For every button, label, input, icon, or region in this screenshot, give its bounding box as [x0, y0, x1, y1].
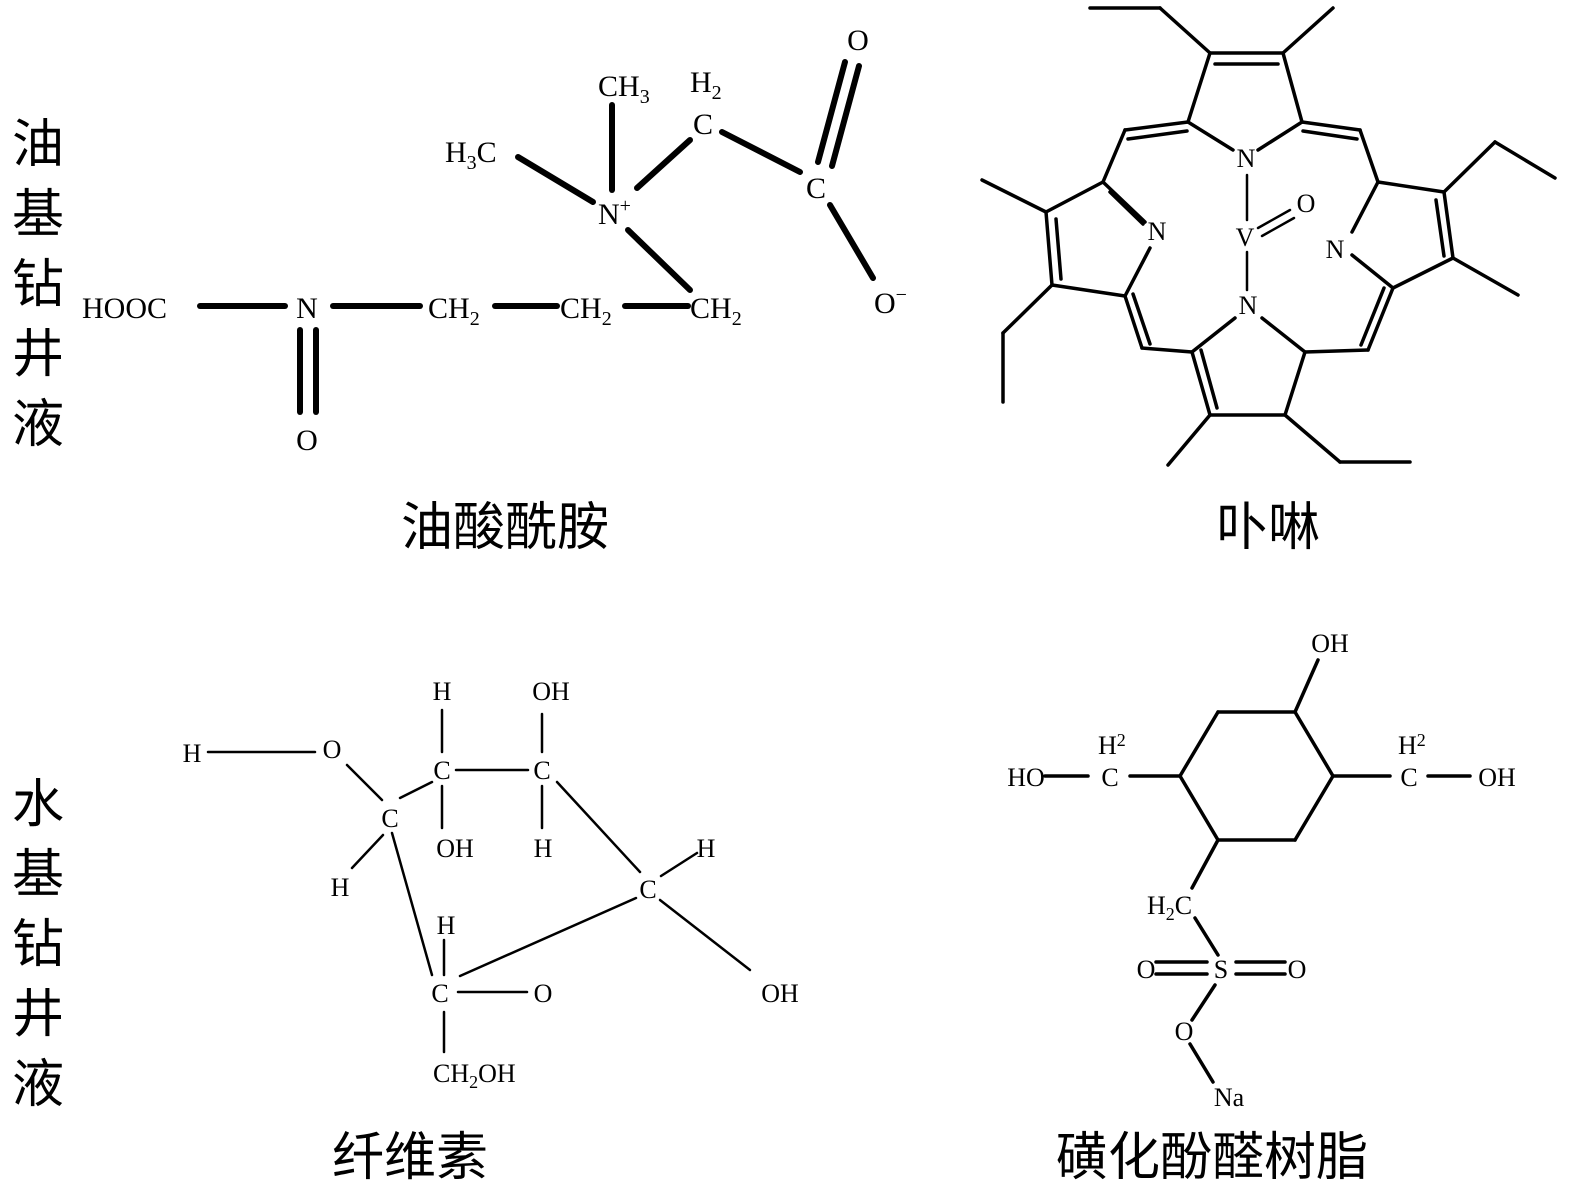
atom-label: N+	[598, 195, 631, 231]
atom-label: C	[639, 875, 656, 904]
atom-label: H2	[1398, 730, 1426, 760]
side-char: 井	[12, 985, 64, 1045]
structure-oleamide: HOOC N O CH2 CH2 CH2 N+ H3C CH3 H2 C C O…	[82, 24, 907, 558]
porphyrin-bonds	[980, 6, 1557, 467]
atom-label: N	[1326, 235, 1345, 264]
atom-label: CH2OH	[433, 1059, 516, 1092]
side-char: 油	[12, 115, 64, 175]
atom-label: H	[697, 834, 716, 863]
side-char: 基	[12, 845, 64, 905]
caption-cellulose: 纤维素	[332, 1128, 488, 1188]
atom-label: OH	[532, 677, 570, 706]
atom-label: OH	[1478, 763, 1516, 792]
atom-label: H	[534, 834, 553, 863]
atom-label: N	[1237, 144, 1256, 173]
resin-atoms: OH HO H2 C H2 C OH H2C S O O O Na	[1007, 629, 1516, 1112]
side-char: 钻	[12, 915, 64, 975]
atom-label: C	[1400, 763, 1417, 792]
atom-label: HOOC	[82, 292, 167, 325]
atom-label: C	[806, 172, 826, 205]
atom-label: O	[323, 735, 342, 764]
atom-label: S	[1214, 955, 1228, 984]
atom-label: OH	[761, 979, 799, 1008]
atom-label: OH	[1311, 629, 1349, 658]
atom-label: C	[431, 979, 448, 1008]
caption-sulfonated-phenolic-resin: 磺化酚醛树脂	[1056, 1128, 1368, 1188]
atom-label: O	[534, 979, 553, 1008]
caption-oleamide: 油酸酰胺	[401, 498, 609, 558]
atom-label: O	[1297, 189, 1316, 218]
atom-label: C	[381, 804, 398, 833]
oleamide-atoms: HOOC N O CH2 CH2 CH2 N+ H3C CH3 H2 C C O…	[82, 24, 907, 457]
atom-label: O	[1175, 1017, 1194, 1046]
side-label-water-based: 水 基 钻 井 液	[12, 775, 64, 1115]
atom-label: N	[296, 292, 318, 325]
oleamide-bonds	[197, 59, 876, 415]
atom-label: H	[331, 873, 350, 902]
atom-label: H	[183, 739, 202, 768]
atom-label: C	[1101, 763, 1118, 792]
atom-label: C	[533, 756, 550, 785]
atom-label: O	[296, 424, 318, 457]
atom-label: H	[437, 911, 456, 940]
side-label-oil-based: 油 基 钻 井 液	[12, 115, 64, 455]
side-char: 水	[12, 775, 64, 835]
side-char: 钻	[12, 255, 64, 315]
atom-label: N	[1239, 291, 1258, 320]
atom-label: CH2	[690, 292, 742, 330]
atom-label: H	[433, 677, 452, 706]
structure-cellulose: H O C H C H OH C OH H C H OH C H O CH2OH…	[183, 677, 799, 1188]
caption-porphyrin: 卟啉	[1216, 498, 1320, 558]
atom-label: N	[1148, 217, 1167, 246]
side-char: 液	[12, 395, 64, 455]
atom-label: H2C	[1147, 891, 1192, 924]
cellulose-bonds	[206, 708, 752, 1054]
atom-label: Na	[1214, 1083, 1245, 1112]
structure-porphyrin: N N N N V O 卟啉	[980, 6, 1557, 558]
atom-label: HO	[1007, 763, 1045, 792]
porphyrin-atoms: N N N N V O	[1148, 144, 1345, 320]
side-char: 液	[12, 1055, 64, 1115]
atom-label: O	[1288, 955, 1307, 984]
side-char: 基	[12, 185, 64, 245]
atom-label: O−	[874, 284, 907, 320]
cellulose-atoms: H O C H C H OH C OH H C H OH C H O CH2OH	[183, 677, 799, 1092]
atom-label: H2	[1098, 730, 1126, 760]
atom-label: OH	[436, 834, 474, 863]
atom-label: V	[1236, 223, 1255, 252]
resin-bonds	[1043, 658, 1472, 1084]
atom-label: O	[847, 24, 869, 57]
side-char: 井	[12, 325, 64, 385]
atom-label: H2	[690, 66, 722, 104]
atom-label: H3C	[445, 136, 497, 174]
atom-label: CH2	[560, 292, 612, 330]
atom-label: CH3	[598, 70, 650, 108]
atom-label: O	[1137, 955, 1156, 984]
atom-label: C	[693, 108, 713, 141]
atom-label: C	[433, 756, 450, 785]
structure-sulfonated-phenolic-resin: OH HO H2 C H2 C OH H2C S O O O Na 磺化酚醛树脂	[1007, 629, 1516, 1188]
atom-label: CH2	[428, 292, 480, 330]
